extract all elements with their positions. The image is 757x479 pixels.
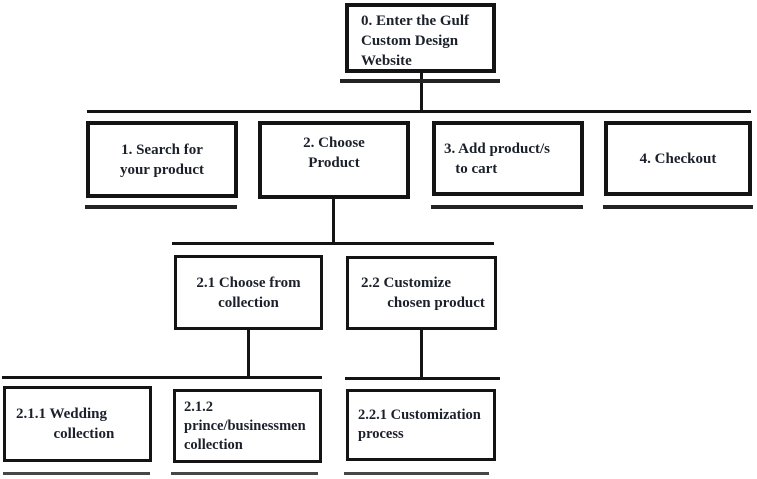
connector-customize-product-down bbox=[420, 329, 423, 377]
shadow-add-to-cart bbox=[431, 205, 583, 209]
shadow-search-product bbox=[85, 205, 237, 209]
connector-level3-right-horizontal bbox=[345, 377, 500, 380]
box-wedding-collection: 2.1.1 Wedding collection bbox=[3, 386, 152, 462]
box-prince-businessmen-collection: 2.1.2 prince/businessmen collection bbox=[173, 389, 322, 463]
box-add-to-cart: 3. Add product/s to cart bbox=[432, 121, 584, 196]
connector-level3-left-horizontal bbox=[2, 376, 322, 379]
box-customization-process: 2.2.1 Customization process bbox=[346, 389, 496, 461]
connector-choose-product-to-level2 bbox=[332, 198, 335, 242]
connector-level2-horizontal bbox=[172, 242, 494, 245]
connector-root-to-level1 bbox=[420, 73, 423, 110]
box-checkout: 4. Checkout bbox=[604, 121, 752, 196]
box-search-product: 1. Search for your product bbox=[86, 121, 238, 198]
connector-level1-horizontal bbox=[87, 110, 751, 113]
connector-choose-from-collection-down bbox=[247, 329, 250, 377]
shadow-prince-businessmen-collection bbox=[171, 472, 318, 475]
shadow-wedding-collection bbox=[3, 472, 150, 475]
shadow-enter-website bbox=[340, 79, 500, 83]
shadow-checkout bbox=[603, 205, 753, 209]
box-customize-chosen-product: 2.2 Customize chosen product bbox=[346, 256, 497, 330]
box-enter-website: 0. Enter the Gulf Custom Design Website bbox=[345, 3, 496, 73]
shadow-customization-process bbox=[344, 472, 489, 475]
box-choose-from-collection: 2.1 Choose from collection bbox=[174, 255, 323, 330]
box-choose-product: 2. Choose Product bbox=[258, 121, 410, 199]
